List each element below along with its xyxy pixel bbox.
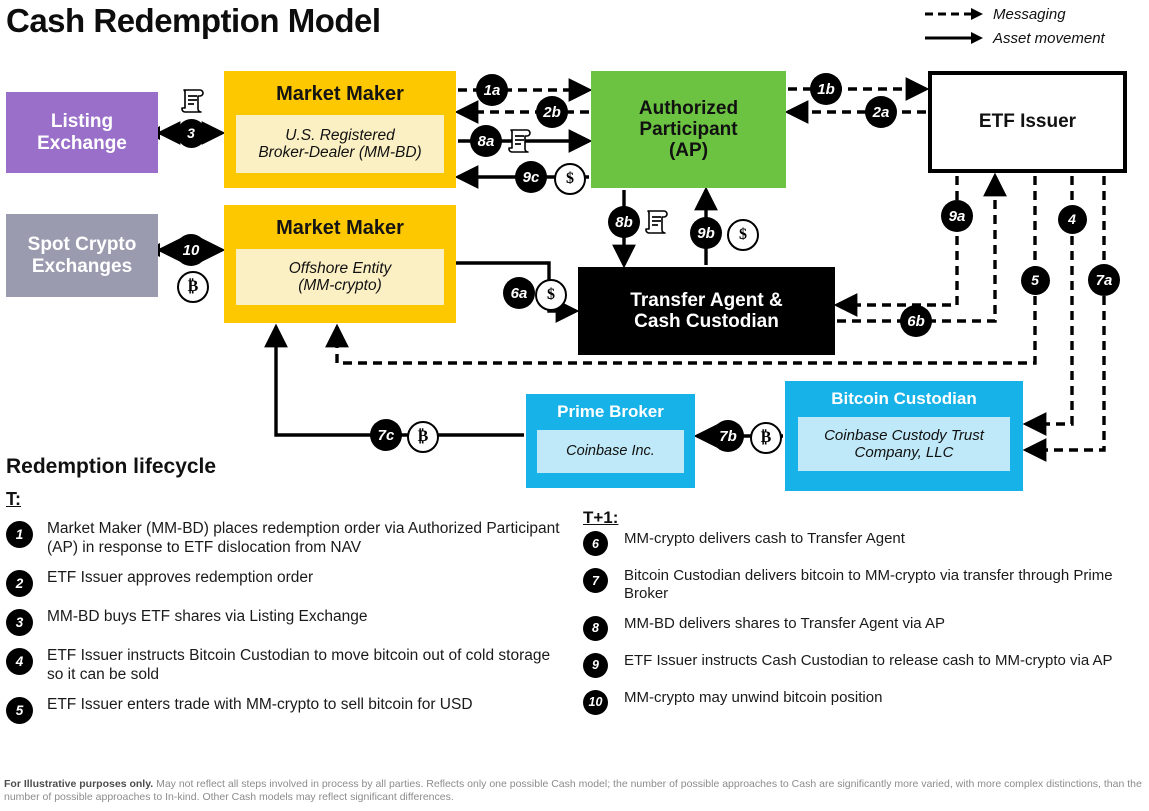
market-maker-bd-title: Market Maker xyxy=(276,83,404,105)
flow-badge-7a: 7a xyxy=(1088,264,1120,296)
entity-bitcoin-custodian: Bitcoin Custodian Coinbase Custody Trust… xyxy=(785,381,1023,491)
legend: Messaging Asset movement xyxy=(925,2,1145,50)
step-number-badge: 6 xyxy=(583,531,608,556)
flow-badge-1a: 1a xyxy=(476,74,508,106)
flow-badge-2b: 2b xyxy=(536,96,568,128)
footnote-rest: May not reflect all steps involved in pr… xyxy=(4,778,1142,803)
lifecycle-step-t-2: 2 ETF Issuer approves redemption order xyxy=(6,569,562,597)
legend-label-messaging: Messaging xyxy=(993,5,1066,23)
legend-item-asset-movement: Asset movement xyxy=(925,26,1145,50)
t-label: T: xyxy=(6,489,21,509)
legend-item-messaging: Messaging xyxy=(925,2,1145,26)
lifecycle-step-t1-6: 6 MM-crypto delivers cash to Transfer Age… xyxy=(583,530,1135,556)
flow-badge-6a: 6a xyxy=(503,277,535,309)
market-maker-bd-subtitle: U.S. Registered Broker-Dealer (MM-BD) xyxy=(236,115,444,174)
market-maker-crypto-subtitle: Offshore Entity (MM-crypto) xyxy=(236,249,444,306)
dollar-icon: $ xyxy=(727,219,759,251)
entity-listing-exchange: Listing Exchange xyxy=(6,92,158,173)
flow-badge-9c: 9c xyxy=(515,161,547,193)
flow-badge-4: 4 xyxy=(1057,204,1087,234)
step-text: MM-crypto may unwind bitcoin position xyxy=(624,688,883,706)
entity-etf-issuer: ETF Issuer xyxy=(928,71,1127,173)
page-title: Cash Redemption Model xyxy=(6,2,381,39)
footnote: For Illustrative purposes only. May not … xyxy=(4,778,1146,804)
step-text: MM-BD delivers shares to Transfer Agent … xyxy=(624,614,945,632)
step-text: MM-BD buys ETF shares via Listing Exchan… xyxy=(47,607,368,625)
step-text: ETF Issuer instructs Bitcoin Custodian t… xyxy=(47,646,551,683)
step-text: MM-crypto delivers cash to Transfer Agen… xyxy=(624,530,905,547)
entity-market-maker-crypto: Market Maker Offshore Entity (MM-crypto) xyxy=(224,205,456,323)
step-number-badge: 7 xyxy=(583,568,608,593)
lifecycle-step-t1-9: 9 ETF Issuer instructs Cash Custodian to … xyxy=(583,652,1135,678)
lifecycle-step-t1-7: 7 Bitcoin Custodian delivers bitcoin to M… xyxy=(583,567,1135,604)
flow-badge-10: 10 xyxy=(175,234,207,266)
entity-market-maker-bd: Market Maker U.S. Registered Broker-Deal… xyxy=(224,71,456,188)
entity-spot-crypto-exchanges: Spot Crypto Exchanges xyxy=(6,214,158,297)
flow-badge-9b: 9b xyxy=(690,217,722,249)
spot-crypto-label: Spot Crypto Exchanges xyxy=(27,234,137,277)
step-text: ETF Issuer instructs Cash Custodian to r… xyxy=(624,651,1113,669)
entity-authorized-participant: Authorized Participant (AP) xyxy=(591,71,786,188)
flow-badge-1b: 1b xyxy=(810,73,842,105)
bitcoin-custodian-title: Bitcoin Custodian xyxy=(831,389,977,408)
step-number-badge: 2 xyxy=(6,569,33,597)
document-scroll-icon xyxy=(644,208,670,241)
step-text: ETF Issuer enters trade with MM-crypto t… xyxy=(47,695,473,713)
bitcoin-icon: ₿ xyxy=(750,422,782,454)
lifecycle-step-t-3: 3 MM-BD buys ETF shares via Listing Excha… xyxy=(6,608,562,636)
bitcoin-icon: ₿ xyxy=(177,271,209,303)
t-plus-1-label: T+1: xyxy=(583,508,619,527)
lifecycle-step-t-5: 5 ETF Issuer enters trade with MM-crypto … xyxy=(6,696,562,724)
solid-arrow-icon xyxy=(925,32,983,44)
step-number-badge: 4 xyxy=(6,647,33,675)
dashed-arrow-icon xyxy=(925,8,983,20)
flow-badge-9a: 9a xyxy=(941,200,973,232)
entity-transfer-agent-cash-custodian: Transfer Agent & Cash Custodian xyxy=(578,267,835,355)
lifecycle-step-t-4: 4 ETF Issuer instructs Bitcoin Custodian … xyxy=(6,647,562,685)
legend-label-asset-movement: Asset movement xyxy=(993,29,1105,47)
lifecycle-heading: Redemption lifecycle xyxy=(6,455,217,478)
lifecycle-step-t1-8: 8 MM-BD delivers shares to Transfer Agent… xyxy=(583,615,1135,641)
document-scroll-icon xyxy=(507,127,533,160)
step-number-badge: 3 xyxy=(6,608,33,636)
step-text: ETF Issuer approves redemption order xyxy=(47,568,314,586)
prime-broker-subtitle: Coinbase Inc. xyxy=(537,430,684,474)
step-number-badge: 10 xyxy=(583,689,608,715)
prime-broker-title: Prime Broker xyxy=(557,402,664,421)
step-number-badge: 5 xyxy=(6,696,33,724)
document-scroll-icon xyxy=(180,87,206,120)
market-maker-crypto-title: Market Maker xyxy=(276,217,404,239)
footnote-bold: For Illustrative purposes only. xyxy=(4,778,154,790)
step-number-badge: 8 xyxy=(583,615,608,641)
flow-badge-7b: 7b xyxy=(712,420,744,452)
flow-badge-6b: 6b xyxy=(900,305,932,337)
authorized-participant-label: Authorized Participant (AP) xyxy=(638,97,739,162)
flow-badge-8b: 8b xyxy=(608,206,640,238)
flow-badge-7c: 7c xyxy=(370,419,402,451)
listing-exchange-label: Listing Exchange xyxy=(37,111,127,154)
bitcoin-custodian-subtitle: Coinbase Custody Trust Company, LLC xyxy=(798,417,1010,472)
lifecycle-steps-t1: 6 MM-crypto delivers cash to Transfer Age… xyxy=(583,530,1135,726)
lifecycle-steps-t: 1 Market Maker (MM-BD) places redemption … xyxy=(6,520,562,735)
flow-badge-5: 5 xyxy=(1020,265,1050,295)
flow-badge-3: 3 xyxy=(176,118,206,148)
dollar-icon: $ xyxy=(535,279,567,311)
flow-badge-8a: 8a xyxy=(470,125,502,157)
flow-badge-2a: 2a xyxy=(865,96,897,128)
step-number-badge: 1 xyxy=(6,521,33,548)
lifecycle-step-t1-10: 10 MM-crypto may unwind bitcoin position xyxy=(583,689,1135,715)
step-number-badge: 9 xyxy=(583,652,608,678)
dollar-icon: $ xyxy=(554,163,586,195)
entity-prime-broker: Prime Broker Coinbase Inc. xyxy=(526,394,695,488)
transfer-agent-label: Transfer Agent & Cash Custodian xyxy=(630,289,783,332)
bitcoin-icon: ₿ xyxy=(407,421,439,453)
etf-issuer-label: ETF Issuer xyxy=(978,111,1077,133)
lifecycle-step-t-1: 1 Market Maker (MM-BD) places redemption … xyxy=(6,520,562,558)
step-text: Market Maker (MM-BD) places redemption o… xyxy=(47,520,560,556)
step-text: Bitcoin Custodian delivers bitcoin to MM… xyxy=(624,567,1113,603)
